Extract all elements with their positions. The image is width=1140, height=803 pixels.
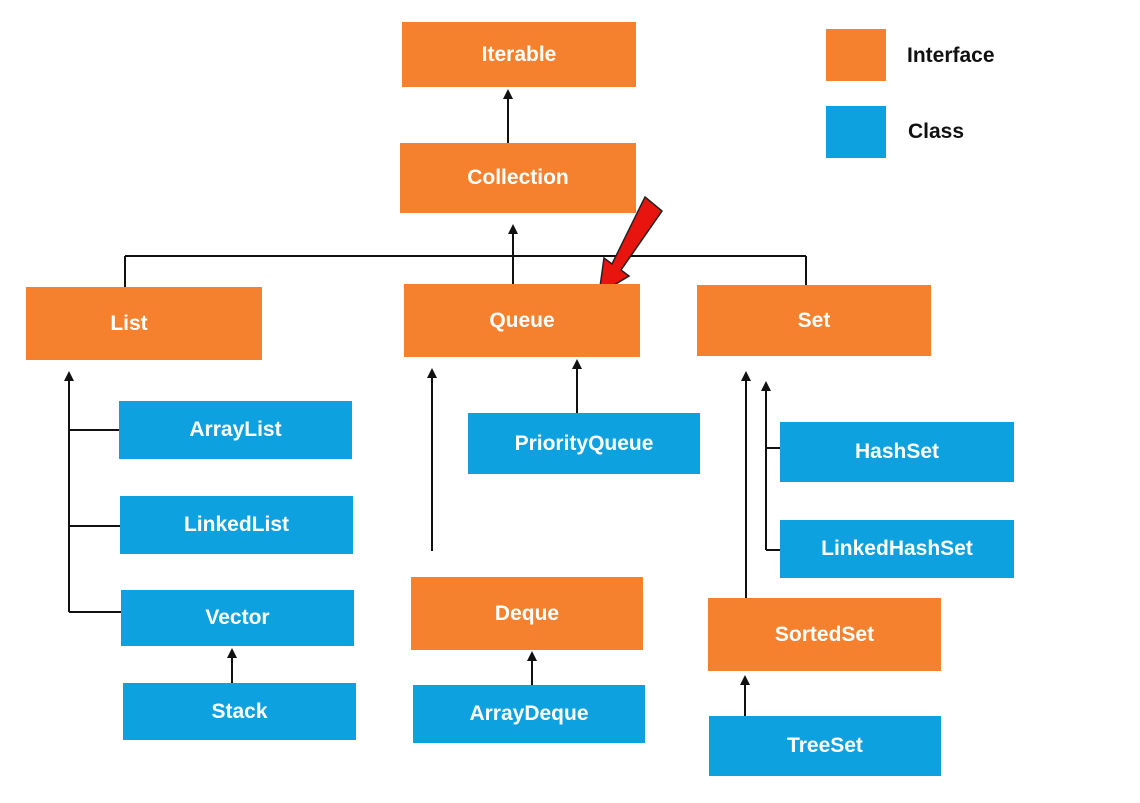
node-stack: Stack [123, 683, 356, 740]
node-sortedset: SortedSet [708, 598, 941, 671]
legend-interface-label: Interface [907, 44, 995, 67]
legend-interface-swatch [826, 29, 886, 81]
node-treeset: TreeSet [709, 716, 941, 776]
node-hashset: HashSet [780, 422, 1014, 482]
node-arraylist: ArrayList [119, 401, 352, 459]
node-queue: Queue [404, 284, 640, 357]
node-linkedhashset: LinkedHashSet [780, 520, 1014, 578]
legend-class-swatch [826, 106, 886, 158]
node-priorityqueue: PriorityQueue [468, 413, 700, 474]
legend-class-label: Class [908, 120, 965, 143]
node-deque: Deque [411, 577, 643, 650]
node-collection: Collection [400, 143, 636, 213]
node-list: List [26, 287, 262, 360]
node-linkedlist: LinkedList [120, 496, 353, 554]
node-vector: Vector [121, 590, 354, 646]
node-arraydeque: ArrayDeque [413, 685, 645, 743]
node-iterable: Iterable [402, 22, 636, 87]
node-set: Set [697, 285, 931, 356]
